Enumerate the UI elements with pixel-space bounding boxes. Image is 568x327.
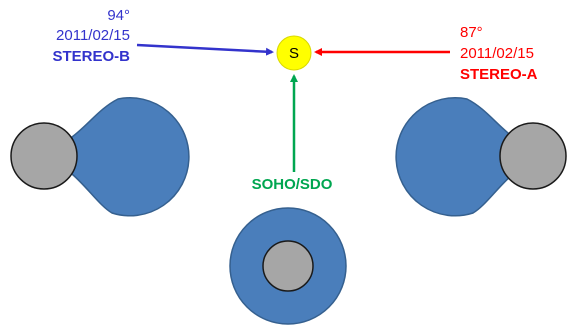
stereo-b-arrow <box>136 43 274 56</box>
stereo-b-cone <box>71 97 190 217</box>
stereo-b-occulter-disk <box>10 122 78 190</box>
soho-occulter-disk <box>262 240 314 292</box>
stereo-a-angle: 87° <box>460 24 483 41</box>
stereo-a-date: 2011/02/15 <box>460 45 534 62</box>
soho-coronagraph <box>229 207 347 325</box>
stereo-a-occulter-disk <box>499 122 567 190</box>
soho-name: SOHO/SDO <box>252 176 333 193</box>
stereo-b-angle: 94° <box>107 7 130 24</box>
sun-label: S <box>289 45 299 62</box>
stereo-a-cone <box>395 97 514 217</box>
sun-icon <box>276 35 312 71</box>
stereo-b-name: STEREO-B <box>52 48 130 65</box>
stereo-a-coronagraph <box>395 97 567 217</box>
stereo-b-date: 2011/02/15 <box>56 27 130 44</box>
stereo-b-coronagraph <box>10 97 190 217</box>
stereo-a-name: STEREO-A <box>460 66 538 83</box>
